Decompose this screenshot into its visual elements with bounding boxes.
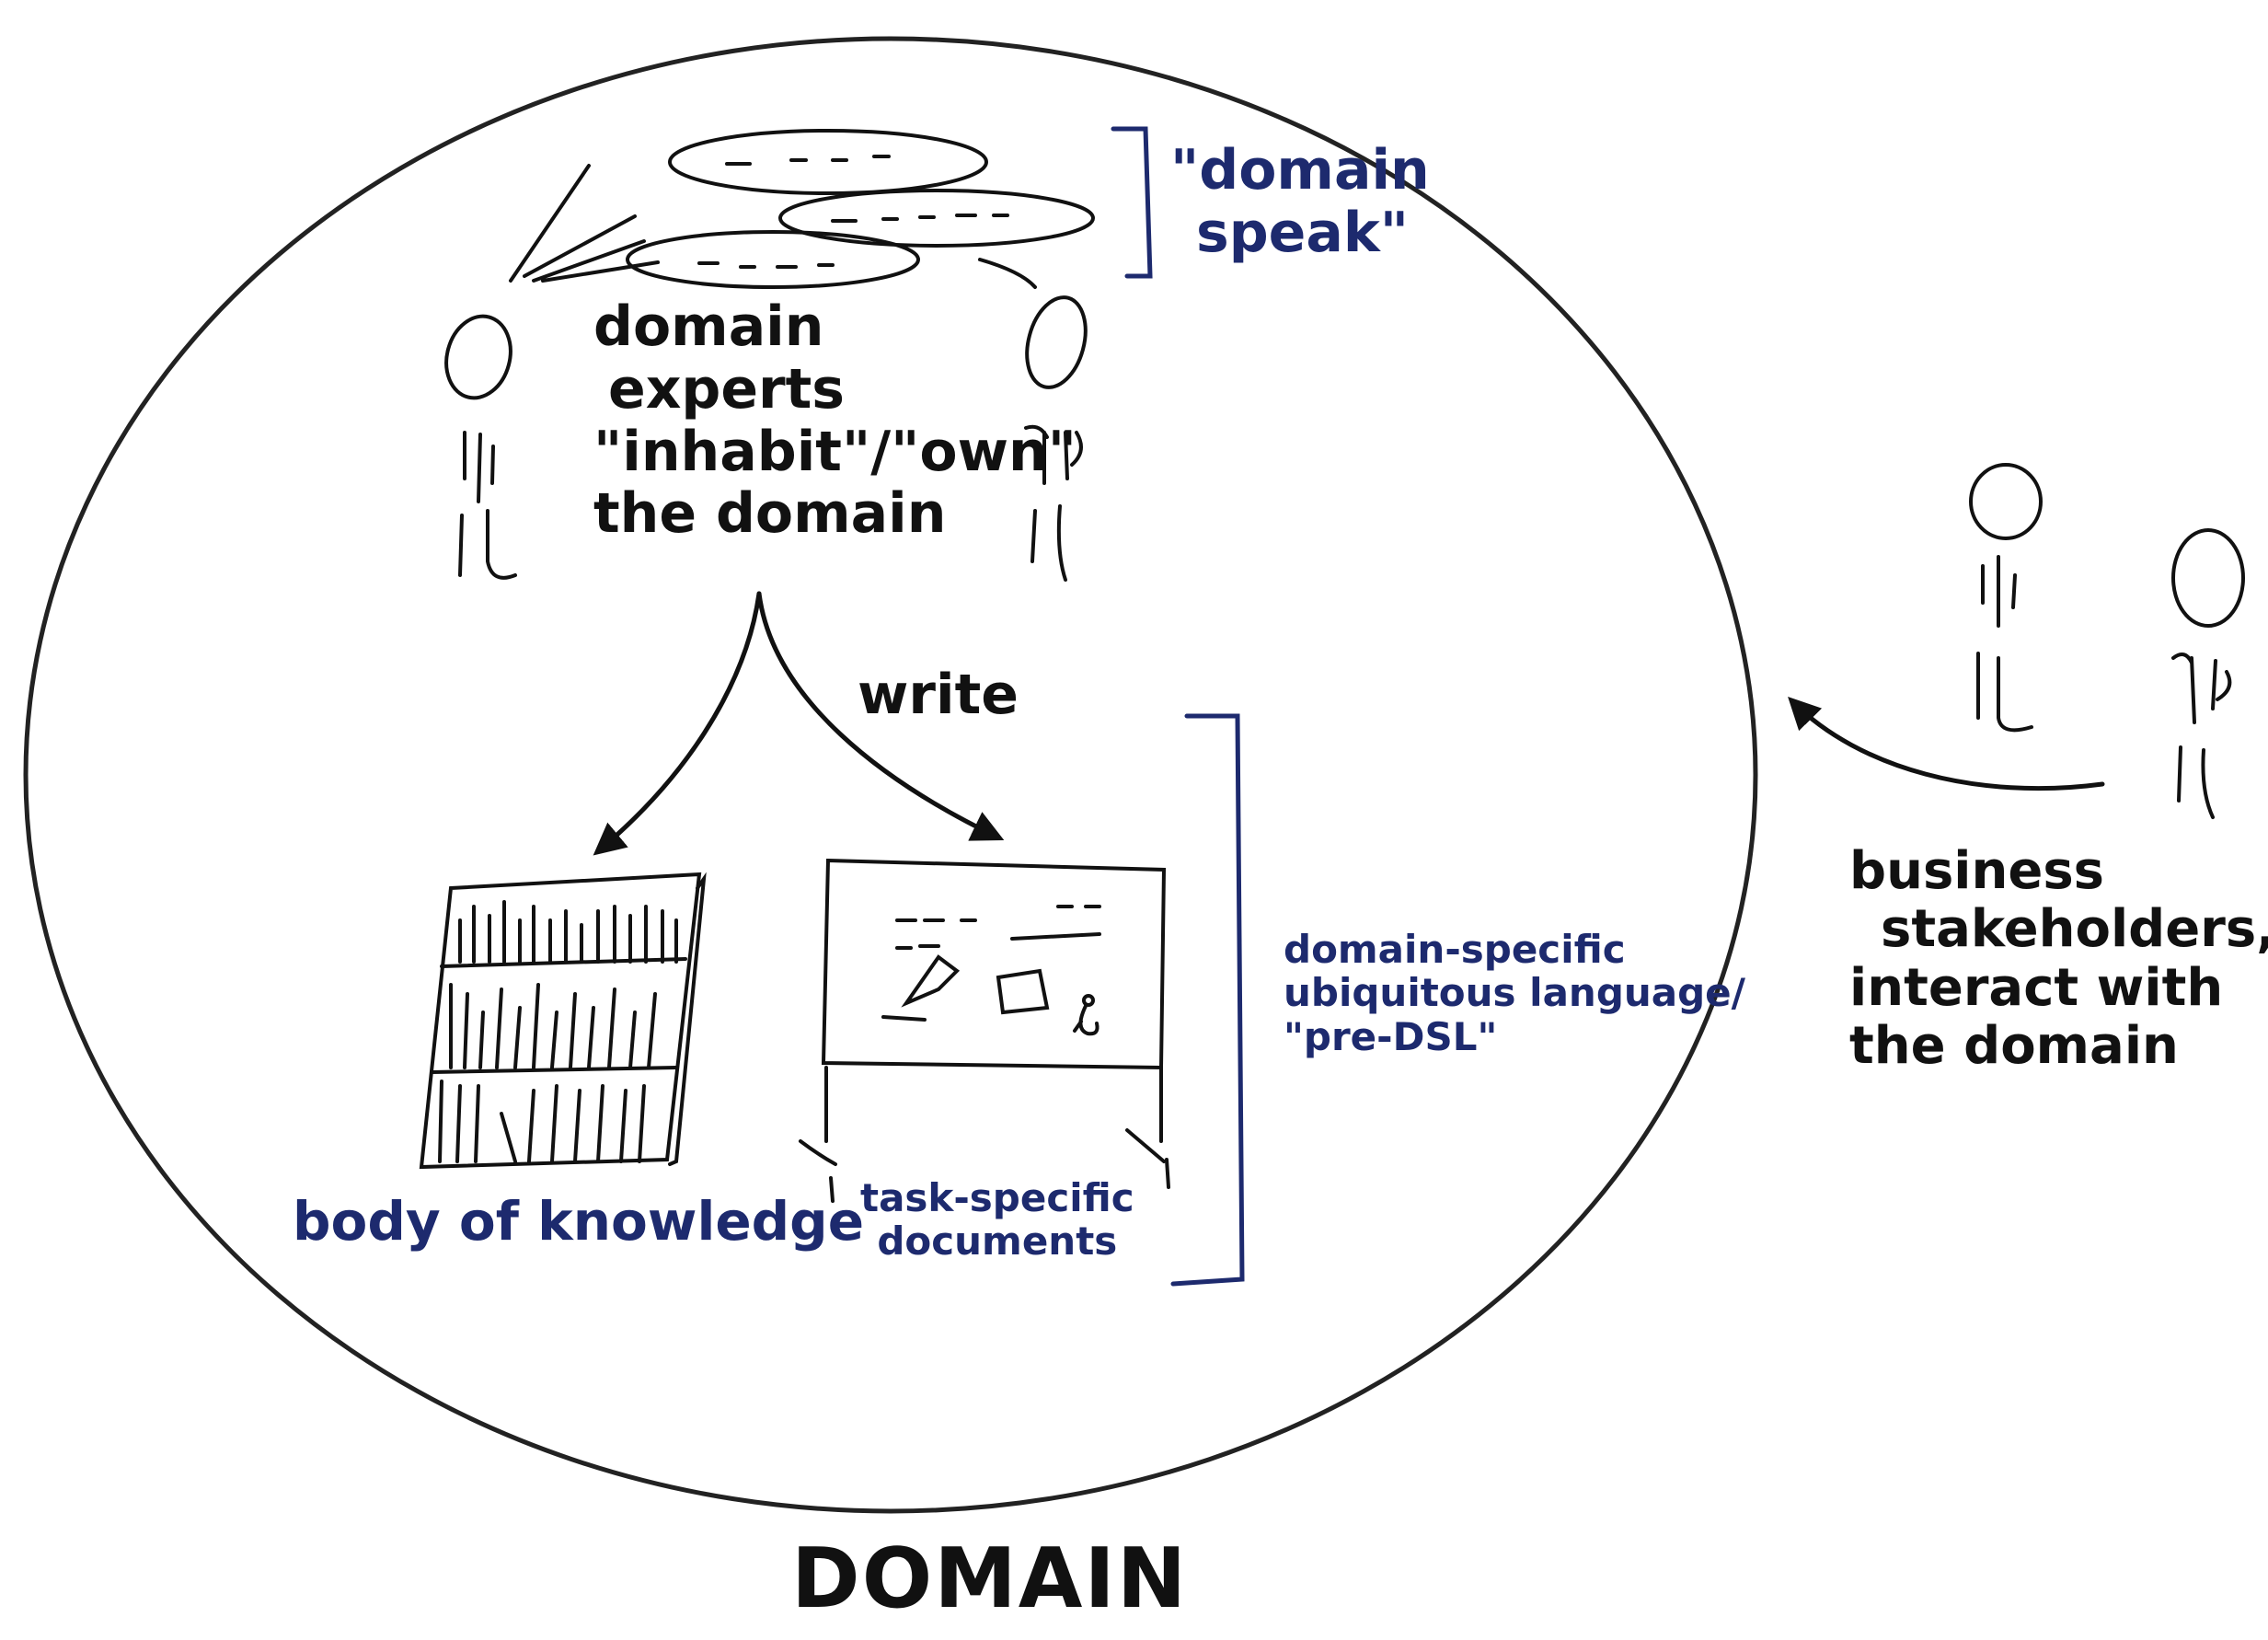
speech-bubbles-icon xyxy=(509,129,1095,289)
stakeholder-figure-two-icon xyxy=(2171,528,2245,819)
experts-label-line-2: experts xyxy=(608,356,846,422)
whiteboard-icon xyxy=(799,858,1170,1203)
stakeholder-interaction-arrow xyxy=(1788,697,2105,791)
documents-bracket xyxy=(1170,713,1245,1287)
domain-experts-label: domain experts "inhabit"/"own" the domai… xyxy=(593,295,1076,547)
domain-speak-line-2: speak" xyxy=(1196,200,1410,265)
experts-label-line-4: the domain xyxy=(593,481,947,547)
task-documents-label: task-specific documents xyxy=(860,1176,1134,1264)
arrow-to-body-of-knowledge xyxy=(593,591,762,856)
expert-figure-left-icon xyxy=(444,314,517,580)
body-of-knowledge-label: body of knowledge xyxy=(293,1190,865,1253)
domain-speak-bracket xyxy=(1111,126,1153,279)
bookshelf-icon xyxy=(419,872,707,1170)
ubiquitous-language-label: domain-specific ubiquitous language/ "pr… xyxy=(1284,927,1746,1059)
domain-speak-label: "domain speak" xyxy=(1170,138,1430,265)
expert-figure-right-icon xyxy=(1024,295,1088,582)
write-arrows xyxy=(593,591,1005,856)
write-label: write xyxy=(858,663,1019,727)
stakeholders-line-4: the domain xyxy=(1849,1015,2179,1076)
dsl-label-line-2: ubiquitous language/ xyxy=(1284,970,1746,1016)
task-documents-line-2: documents xyxy=(877,1218,1118,1265)
stakeholders-line-1: business xyxy=(1849,841,2104,901)
stakeholders-line-3: interact with xyxy=(1849,957,2224,1018)
arrow-to-task-documents xyxy=(756,591,1005,841)
diagram-title: DOMAIN xyxy=(791,1530,1189,1627)
experts-label-line-3: "inhabit"/"own" xyxy=(593,419,1076,484)
domain-speak-line-1: "domain xyxy=(1170,138,1430,202)
experts-label-line-1: domain xyxy=(593,295,824,359)
stakeholders-line-2: stakeholders, xyxy=(1881,899,2268,960)
domain-boundary-ellipse xyxy=(23,36,1758,1514)
dsl-label-line-3: "pre-DSL" xyxy=(1284,1013,1498,1059)
dsl-label-line-1: domain-specific xyxy=(1284,927,1626,972)
business-stakeholders-label: business stakeholders, interact with the… xyxy=(1849,842,2268,1075)
task-documents-line-1: task-specific xyxy=(860,1175,1134,1220)
stakeholder-figure-one-icon xyxy=(1969,463,2043,733)
